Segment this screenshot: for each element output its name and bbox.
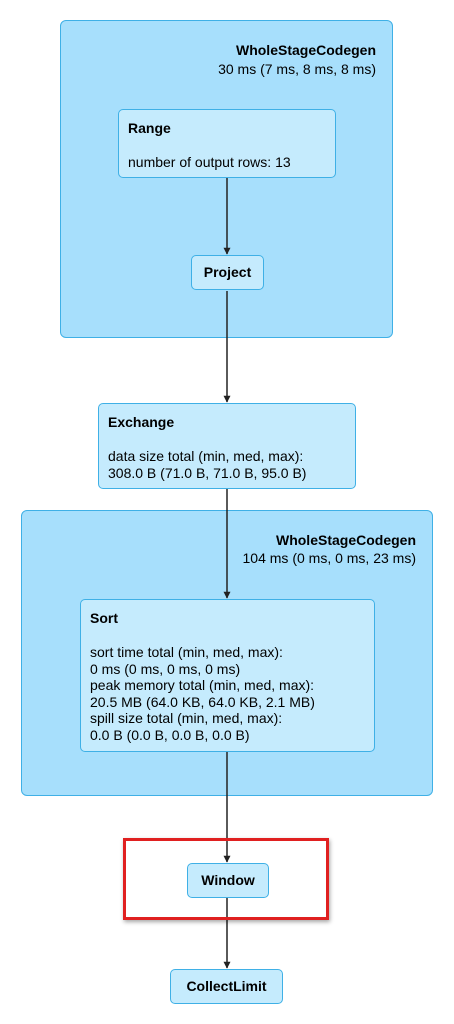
node-project[interactable]: Project	[191, 255, 264, 290]
cluster-metric: 30 ms (7 ms, 8 ms, 8 ms)	[218, 61, 376, 77]
cluster-title: WholeStageCodegen	[235, 42, 376, 58]
metric-line: 0 ms (0 ms, 0 ms, 0 ms)	[90, 660, 241, 677]
metric-line: 20.5 MB (64.0 KB, 64.0 KB, 2.1 MB)	[90, 693, 315, 710]
node-title: Project	[203, 264, 252, 280]
node-title: Exchange	[108, 414, 175, 430]
metric-line: 308.0 B (71.0 B, 71.0 B, 95.0 B)	[108, 464, 307, 481]
metric-line: data size total (min, med, max):	[108, 448, 304, 464]
metric-line: 0.0 B (0.0 B, 0.0 B, 0.0 B)	[90, 726, 250, 743]
cluster-wholestagecodegen-1: WholeStageCodegen 30 ms (7 ms, 8 ms, 8 m…	[60, 20, 393, 338]
metric-line: peak memory total (min, med, max):	[90, 677, 315, 693]
node-exchange[interactable]: Exchange data size total (min, med, max)…	[98, 403, 356, 489]
cluster-metric: 104 ms (0 ms, 0 ms, 23 ms)	[242, 550, 416, 566]
metric-line: number of output rows: 13	[128, 154, 291, 170]
metric-line: spill size total (min, med, max):	[90, 710, 283, 726]
node-range[interactable]: Range number of output rows: 13	[118, 109, 336, 178]
metric-line: sort time total (min, med, max):	[90, 644, 283, 660]
node-title: Window	[201, 872, 255, 888]
node-collectlimit[interactable]: CollectLimit	[170, 969, 283, 1004]
node-window[interactable]: Window	[187, 863, 269, 898]
node-title: CollectLimit	[186, 978, 267, 994]
highlight-box	[123, 838, 329, 920]
node-title: Sort	[90, 610, 118, 626]
node-metrics: data size total (min, med, max): 308.0 B…	[108, 448, 306, 481]
cluster-title: WholeStageCodegen	[275, 532, 416, 548]
node-sort[interactable]: Sort sort time total (min, med, max): 0 …	[80, 599, 375, 752]
node-metrics: sort time total (min, med, max): 0 ms (0…	[90, 644, 315, 743]
node-title: Range	[128, 120, 171, 136]
node-metrics: number of output rows: 13	[128, 154, 291, 171]
